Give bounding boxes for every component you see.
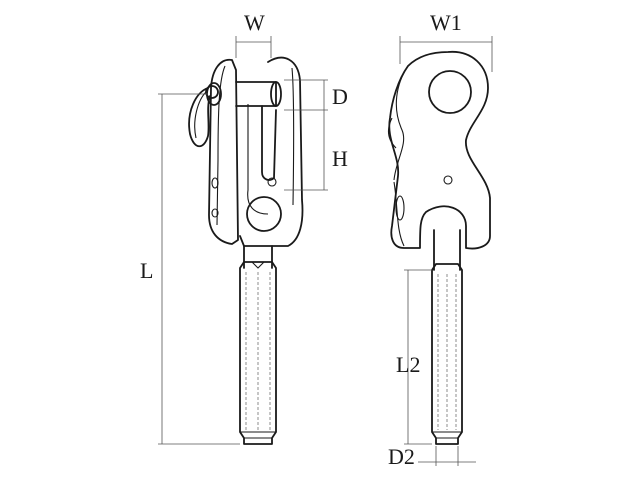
dimension-label-h: H (332, 146, 348, 171)
side-view (387, 51, 491, 445)
fork-small-hole (267, 177, 277, 187)
dimension-l2: L2 (396, 269, 432, 445)
fork-slot-inner (247, 104, 269, 215)
stud-neck (243, 245, 273, 269)
dimension-d2: D2 (388, 444, 476, 469)
dimension-label-w1: W1 (430, 10, 462, 35)
dimension-label-l2: L2 (396, 352, 420, 377)
front-view (188, 56, 304, 445)
side-small-hole (443, 175, 453, 185)
side-upper-hole (428, 70, 472, 114)
fork-left-ear-edge (216, 65, 226, 226)
side-body-bevel-2 (393, 181, 405, 247)
split-ring-eye (205, 85, 219, 99)
fork-left-ear (208, 58, 239, 245)
clevis-pin (235, 81, 277, 107)
side-body-bevel (393, 65, 409, 181)
fork-rivet-left (211, 177, 219, 189)
dimension-w: W (235, 10, 272, 58)
dimension-label-d2: D2 (388, 444, 415, 469)
split-ring (188, 87, 211, 148)
fork-slot (261, 105, 277, 181)
fork-rivet-left-2 (211, 208, 219, 218)
dimension-d: D (284, 79, 348, 111)
fork-right-ear-edge (291, 67, 295, 206)
dimension-label-w: W (244, 10, 265, 35)
dimension-l: L (140, 93, 240, 445)
fork-body-hole (246, 196, 282, 232)
side-stud-chamfer (432, 431, 462, 439)
dimension-label-d: D (332, 84, 348, 109)
clevis-pin-end (270, 81, 282, 107)
side-body-outline (388, 51, 491, 250)
dimension-h: H (284, 110, 348, 191)
dimension-w1: W1 (399, 10, 493, 72)
side-left-slot-2 (387, 117, 397, 149)
stud-chamfer-bottom (240, 431, 276, 439)
fork-right-ear (239, 56, 304, 247)
stud-chamfer-top (251, 261, 265, 269)
dimension-label-l: L (140, 258, 153, 283)
stud-thread-lines-left (245, 272, 271, 430)
side-left-slot (395, 195, 405, 221)
stud-thread-lines-right (437, 274, 457, 430)
side-stud-neck (433, 229, 461, 271)
